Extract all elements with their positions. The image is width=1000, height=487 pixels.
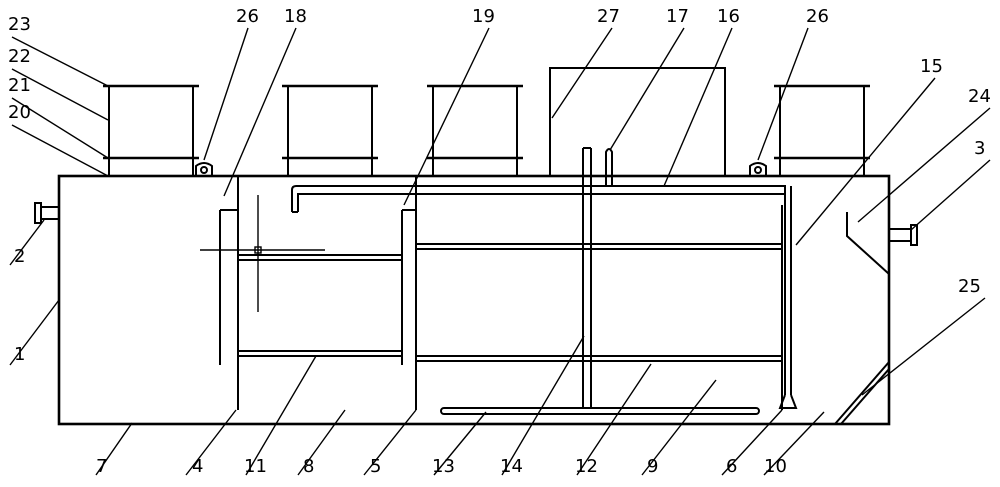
media-frame-12 — [415, 243, 783, 362]
label-1: 1 — [14, 344, 25, 365]
label-14: 14 — [500, 456, 523, 477]
label-10: 10 — [764, 456, 787, 477]
label-15: 15 — [920, 56, 943, 77]
label-20: 20 — [8, 102, 31, 123]
lifting-lug-left — [195, 162, 213, 176]
label-9: 9 — [647, 456, 658, 477]
label-6: 6 — [726, 456, 737, 477]
label-13: 13 — [432, 456, 455, 477]
label-5: 5 — [370, 456, 381, 477]
label-22: 22 — [8, 46, 31, 67]
label-4: 4 — [192, 456, 203, 477]
manhole-cover-2 — [282, 84, 378, 177]
aerator-13 — [440, 407, 760, 415]
blower-box-27 — [549, 67, 726, 177]
label-16: 16 — [717, 6, 740, 27]
label-26-left: 26 — [236, 6, 259, 27]
label-24: 24 — [968, 86, 991, 107]
manhole-cover-3 — [427, 84, 523, 177]
stirrer — [200, 195, 325, 312]
slope-25 — [834, 361, 890, 425]
label-8: 8 — [303, 456, 314, 477]
pipe-17 — [605, 148, 613, 186]
label-17: 17 — [666, 6, 689, 27]
label-18: 18 — [284, 6, 307, 27]
manhole-cover-4 — [774, 84, 870, 177]
label-12: 12 — [575, 456, 598, 477]
lifting-lug-right — [749, 162, 767, 176]
part-labels: 23 22 21 20 26 18 19 27 17 16 26 15 24 3… — [8, 6, 991, 477]
label-26-right: 26 — [806, 6, 829, 27]
inlet-pipe — [34, 202, 60, 224]
label-27: 27 — [597, 6, 620, 27]
label-7: 7 — [96, 456, 107, 477]
label-21: 21 — [8, 75, 31, 96]
outlet-pipe — [888, 224, 918, 246]
tank-body — [57, 174, 891, 426]
label-23: 23 — [8, 14, 31, 35]
label-19: 19 — [472, 6, 495, 27]
leader-lines — [9, 27, 991, 476]
label-11: 11 — [244, 456, 267, 477]
weir-24 — [846, 212, 890, 275]
label-25: 25 — [958, 276, 981, 297]
label-2: 2 — [14, 246, 25, 267]
baffle-19 — [401, 209, 416, 365]
pipe-15 — [778, 186, 798, 409]
baffle-18 — [219, 209, 238, 365]
top-pipe-16 — [291, 185, 786, 213]
manhole-cover-1 — [103, 84, 199, 177]
media-frame-11 — [237, 254, 403, 357]
label-3: 3 — [974, 138, 985, 159]
air-pipe-14 — [582, 147, 592, 408]
